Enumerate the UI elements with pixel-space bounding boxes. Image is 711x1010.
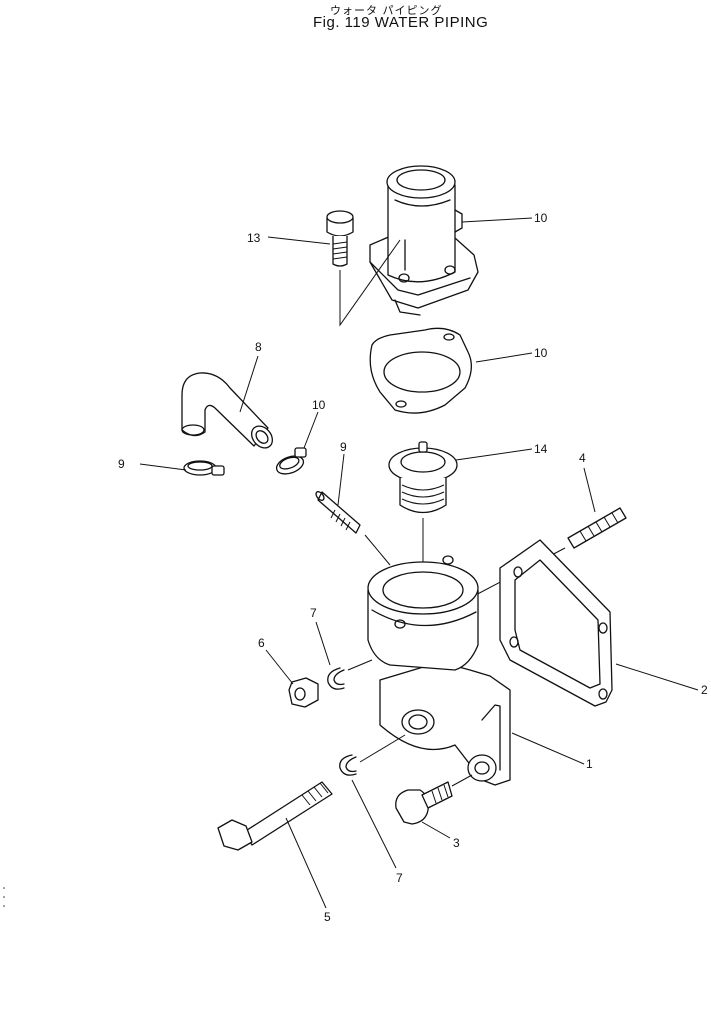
- hose-clamp-part-10-right: [275, 447, 307, 475]
- hose-clamp-part-10-left: [183, 460, 225, 476]
- callout-9: 9: [340, 440, 347, 454]
- callout-10-left: 9: [118, 457, 125, 471]
- callout-10-right: 10: [312, 398, 326, 412]
- leader-4: [583, 467, 596, 513]
- callout-11: 10: [534, 211, 548, 225]
- callout-8: 8: [255, 340, 262, 354]
- leader-11: [461, 217, 533, 223]
- bolt-alignment-line-3: [451, 774, 473, 787]
- lock-washer-part-7-upper: [327, 667, 345, 690]
- figure-title-japanese: ウォータ パイピング: [330, 4, 443, 17]
- leader-10-left: [139, 463, 187, 471]
- leader-6: [265, 649, 294, 685]
- washer-alignment-line-upper: [347, 659, 373, 671]
- hose-part-8: [181, 372, 273, 449]
- figure-title: Fig. 119 WATER PIPING: [313, 14, 489, 31]
- bolt-alignment-line: [339, 239, 401, 327]
- callout-13: 13: [247, 231, 261, 245]
- leader-8: [239, 355, 259, 413]
- leader-lines: [139, 217, 699, 909]
- callout-14: 14: [534, 442, 548, 456]
- gasket-part-12: [369, 327, 472, 414]
- callout-4: 4: [579, 451, 586, 465]
- stud-part-4: [567, 507, 627, 549]
- scan-marks: [3, 887, 5, 907]
- water-outlet-connector-part-11: [369, 165, 479, 316]
- leader-7-lower: [351, 779, 397, 869]
- bolt-part-3: [395, 781, 453, 825]
- callout-6: 6: [258, 636, 265, 650]
- thermostat-housing-part-1: [367, 555, 511, 786]
- leader-7-upper: [315, 621, 331, 666]
- callout-1: 1: [586, 757, 593, 771]
- bolt-part-13: [326, 210, 354, 267]
- leader-3: [421, 821, 451, 839]
- nut-part-6: [288, 677, 319, 708]
- leader-14: [455, 448, 533, 461]
- lock-washer-part-7-lower: [339, 754, 357, 776]
- leader-1: [511, 732, 585, 765]
- callout-7-lower: 7: [396, 871, 403, 885]
- leader-12: [475, 352, 533, 363]
- callout-12: 10: [534, 346, 548, 360]
- washer-alignment-line-lower: [359, 734, 406, 763]
- leader-10-right: [303, 411, 319, 449]
- bolt-part-5: [217, 781, 333, 851]
- callout-3: 3: [453, 836, 460, 850]
- callout-2: 2: [701, 683, 708, 697]
- leader-5: [285, 817, 327, 909]
- nipple-part-9: [315, 491, 361, 534]
- leader-13: [267, 236, 331, 245]
- leader-9: [337, 453, 345, 506]
- thermostat-part-14: [388, 441, 458, 514]
- callout-5: 5: [324, 910, 331, 924]
- gasket-part-2: [499, 539, 613, 707]
- nipple-alignment-line: [364, 534, 391, 566]
- callout-7-upper: 7: [310, 606, 317, 620]
- leader-2: [615, 663, 699, 691]
